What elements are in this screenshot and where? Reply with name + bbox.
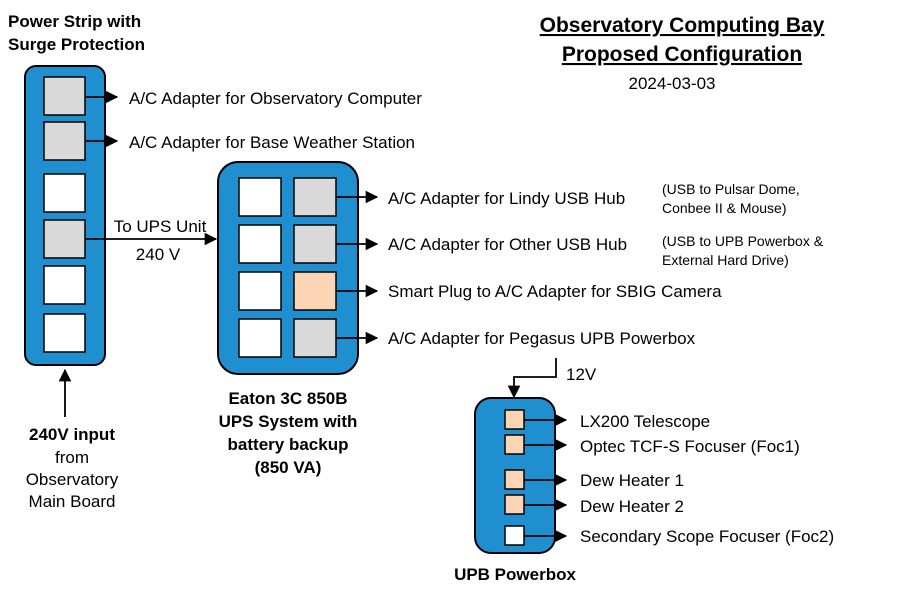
ups-outlet-right: [293, 177, 337, 217]
label-other-hub: A/C Adapter for Other USB Hub: [388, 235, 627, 254]
label-smart-plug-sbig: Smart Plug to A/C Adapter for SBIG Camer…: [388, 282, 722, 301]
ups-outlet-left: [238, 318, 282, 358]
power-strip-outlet: [43, 265, 86, 305]
ups-outlet-right: [293, 224, 337, 264]
powerbox-outlet: [504, 409, 525, 430]
label-lx200: LX200 Telescope: [580, 412, 710, 431]
note-other-hub-line2: External Hard Drive): [662, 252, 789, 268]
input-label-line3: Observatory: [26, 470, 119, 489]
powerbox-outlets: [504, 409, 525, 546]
ups-outlet-right: [293, 271, 337, 311]
note-other-hub-line1: (USB to UPB Powerbox &: [662, 233, 824, 249]
ups-outlets: [238, 177, 337, 358]
powerbox-name: UPB Powerbox: [454, 565, 576, 584]
label-weather-station: A/C Adapter for Base Weather Station: [129, 133, 415, 152]
power-strip-title-line1: Power Strip with: [8, 12, 141, 31]
powerbox-outlet: [504, 434, 525, 455]
label-12v: 12V: [566, 365, 597, 384]
label-observatory-computer: A/C Adapter for Observatory Computer: [129, 89, 422, 108]
ups-name-line1: Eaton 3C 850B: [228, 389, 347, 408]
powerbox-outlet: [504, 494, 525, 515]
ups-outlet-left: [238, 224, 282, 264]
power-strip-outlet: [43, 219, 86, 259]
input-label-line2: from: [55, 448, 89, 467]
power-strip-outlet: [43, 121, 86, 161]
ups-name-line2: UPS System with: [219, 412, 358, 431]
power-strip-outlet: [43, 76, 86, 116]
ups-outlet-left: [238, 271, 282, 311]
label-dew-heater-2: Dew Heater 2: [580, 497, 684, 516]
power-strip-outlets: [43, 76, 86, 353]
label-lindy-hub: A/C Adapter for Lindy USB Hub: [388, 189, 625, 208]
label-optec-focuser: Optec TCF-S Focuser (Foc1): [580, 437, 800, 456]
note-lindy-hub-line1: (USB to Pulsar Dome,: [662, 181, 800, 197]
page-date: 2024-03-03: [629, 74, 716, 93]
input-label-line4: Main Board: [29, 492, 116, 511]
page-title-line2: Proposed Configuration: [562, 43, 802, 66]
note-lindy-hub-line2: Conbee II & Mouse): [662, 200, 787, 216]
powerbox-outlet: [504, 525, 525, 546]
label-secondary-focuser: Secondary Scope Focuser (Foc2): [580, 527, 834, 546]
label-ups-voltage: 240 V: [136, 245, 181, 264]
input-label-line1: 240V input: [29, 425, 115, 444]
power-strip-outlet: [43, 313, 86, 353]
label-pegasus-powerbox: A/C Adapter for Pegasus UPB Powerbox: [388, 329, 696, 348]
label-dew-heater-1: Dew Heater 1: [580, 471, 684, 490]
power-strip-title-line2: Surge Protection: [8, 35, 145, 54]
page-title-line1: Observatory Computing Bay: [540, 14, 825, 37]
label-to-ups: To UPS Unit: [114, 217, 207, 236]
ups-outlet-right: [293, 318, 337, 358]
ups-outlet-left: [238, 177, 282, 217]
connector-12v: [507, 358, 557, 399]
powerbox-outlet: [504, 469, 525, 490]
power-strip-outlet: [43, 173, 86, 213]
ups-name-line4: (850 VA): [255, 458, 322, 477]
ups-name-line3: battery backup: [228, 435, 349, 454]
